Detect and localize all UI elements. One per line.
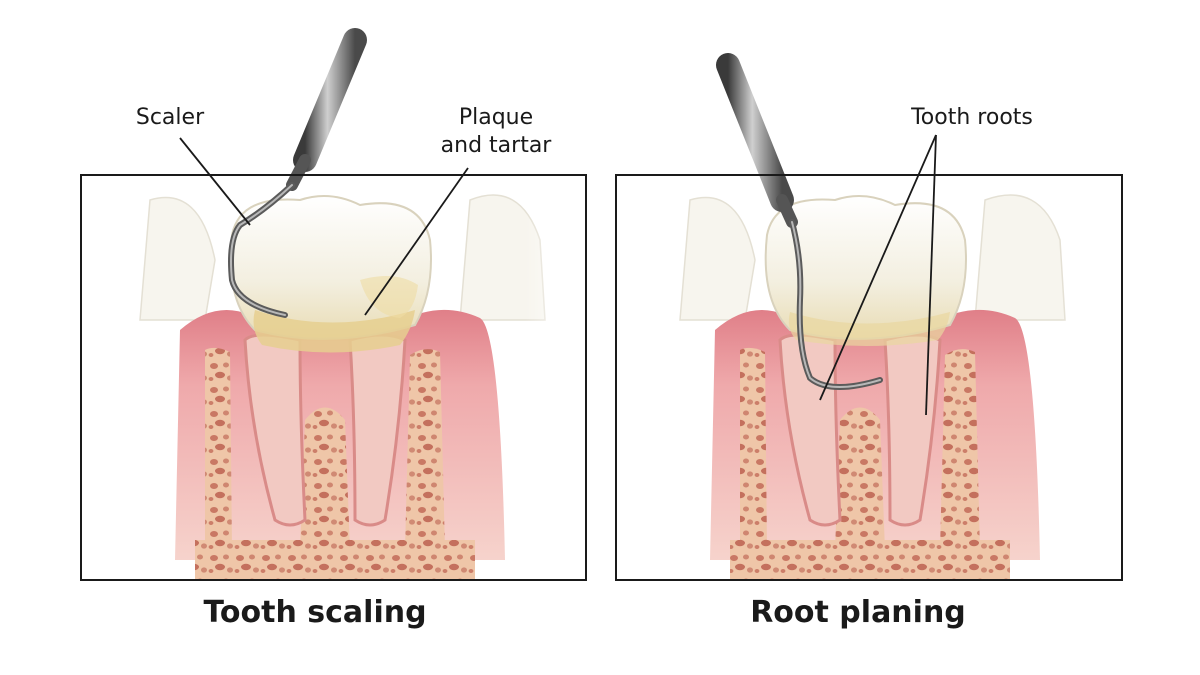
plaque-label: Plaque <box>459 105 533 130</box>
tooth-scaling-caption: Tooth scaling <box>203 595 426 630</box>
roots-leader-line-1 <box>819 134 937 401</box>
tartar-leader-line <box>364 167 469 316</box>
scaler-label: Scaler <box>136 105 205 130</box>
panel-root-planing: Tooth roots Root planing <box>615 53 1123 630</box>
left-illustration <box>81 175 586 580</box>
right-illustration <box>616 175 1122 580</box>
right-panel-frame <box>615 174 1123 581</box>
scaler-leader-line <box>179 137 251 226</box>
left-panel-frame <box>80 174 587 581</box>
roots-leader-line-2 <box>925 134 937 416</box>
tartar-label: and tartar <box>441 133 553 158</box>
curette-instrument <box>716 53 883 391</box>
root-planing-caption: Root planing <box>750 595 966 630</box>
tooth-roots-label: Tooth roots <box>910 105 1033 130</box>
panel-tooth-scaling: Scaler Plaque and tartar Tooth scaling <box>80 28 587 630</box>
scaler-instrument <box>228 28 367 318</box>
